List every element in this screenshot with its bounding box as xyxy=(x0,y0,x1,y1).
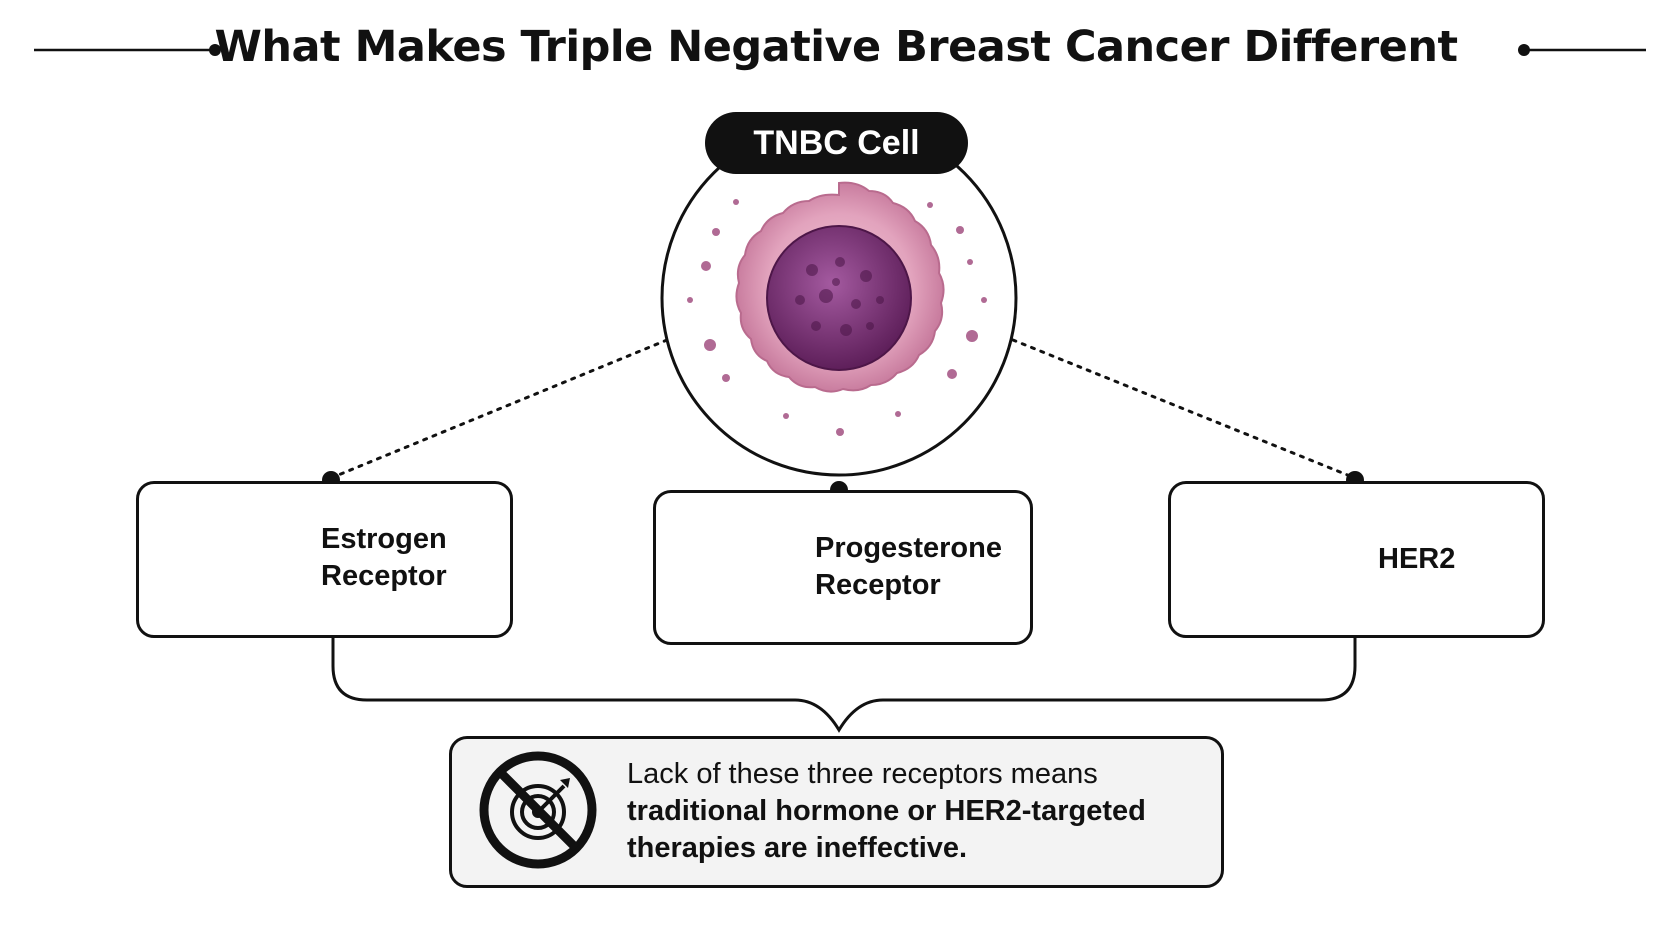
summary-box xyxy=(449,736,1224,888)
receptor-label-line1: Progesterone xyxy=(815,532,1002,564)
title-rule-left xyxy=(34,44,221,56)
summary-line3: therapies are ineffective. xyxy=(627,832,968,864)
receptor-label-line2: Receptor xyxy=(815,569,941,601)
title-rule-right xyxy=(1518,44,1646,56)
summary-line2: traditional hormone or HER2-targeted xyxy=(627,795,1146,827)
receptor-label-line1: Estrogen xyxy=(321,523,447,555)
connector-right xyxy=(1011,338,1364,489)
summary-line1: Lack of these three receptors means xyxy=(627,758,1098,790)
grouping-bracket xyxy=(331,638,1357,733)
receptor-label-progesterone: Progesterone Receptor xyxy=(815,530,1002,604)
receptor-card-progesterone xyxy=(653,490,1033,645)
connector-left xyxy=(322,338,669,489)
receptor-label-line1: HER2 xyxy=(1378,543,1456,575)
receptor-label-estrogen: Estrogen Receptor xyxy=(321,521,447,595)
receptor-card-her2 xyxy=(1168,481,1545,638)
cell-label-pill: TNBC Cell xyxy=(705,112,968,174)
receptor-label-her2: HER2 xyxy=(1378,541,1455,578)
summary-text: Lack of these three receptors means trad… xyxy=(627,756,1217,867)
receptor-card-estrogen xyxy=(136,481,513,638)
page-title: What Makes Triple Negative Breast Cancer… xyxy=(214,22,1458,72)
no-target-icon xyxy=(479,751,597,869)
tnbc-cell-illustration xyxy=(660,119,1018,477)
receptor-label-line2: Receptor xyxy=(321,560,447,592)
